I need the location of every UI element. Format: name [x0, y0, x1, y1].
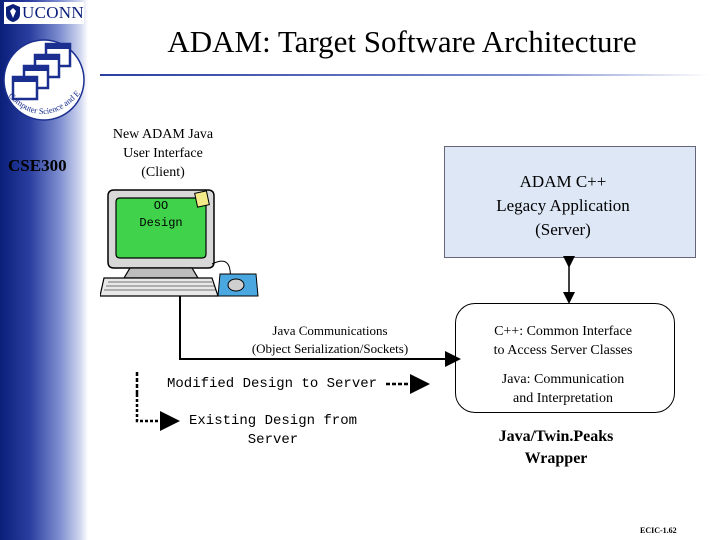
- client-label-line: New ADAM Java: [112, 127, 214, 142]
- monitor-screen-text: OO Design: [130, 198, 192, 232]
- communications-label-line: (Object Serialization/Sockets): [251, 341, 409, 356]
- page-title: ADAM: Target Software Architecture: [167, 24, 637, 59]
- wrapper-label-line: Java/Twin.Peaks: [498, 428, 614, 445]
- client-wrapper-connector: [179, 296, 461, 367]
- monitor-text-line: OO: [153, 199, 169, 213]
- uconn-wordmark: UCONN: [22, 3, 84, 22]
- server-label-line: Legacy Application: [496, 196, 630, 215]
- department-seal: Computer Science and Engineering: [0, 22, 86, 122]
- communications-label-line: Java Communications: [272, 323, 388, 338]
- client-label: New ADAM Java User Interface (Client): [100, 125, 226, 182]
- server-label-line: ADAM C++: [519, 172, 607, 191]
- server-label: ADAM C++ Legacy Application (Server): [454, 170, 672, 242]
- title-divider: [100, 74, 710, 76]
- wrapper-text-line: Java: Communication: [501, 372, 625, 387]
- client-label-line: User Interface: [123, 146, 203, 161]
- uconn-logo: [4, 2, 84, 24]
- client-label-line: (Client): [141, 165, 185, 180]
- legend-modified-label: Modified Design to Server: [167, 376, 378, 392]
- wrapper-text-line: C++: Common Interface: [494, 324, 632, 339]
- computer-icon: [100, 189, 259, 297]
- wrapper-label-line: Wrapper: [524, 450, 588, 467]
- wrapper-text-line: to Access Server Classes: [493, 343, 633, 358]
- slide-code: ECIC-1.62: [640, 526, 677, 535]
- monitor-text-line: Design: [139, 216, 183, 230]
- legend-existing-line: Existing Design from: [188, 413, 358, 429]
- wrapper-cpp-text: C++: Common Interface to Access Server C…: [460, 322, 666, 360]
- course-label: CSE300: [8, 156, 67, 175]
- wrapper-text-line: and Interpretation: [513, 391, 613, 406]
- legend-existing-label: Existing Design from Server: [162, 412, 384, 450]
- wrapper-label: Java/Twin.Peaks Wrapper: [460, 426, 652, 470]
- server-box: [444, 146, 696, 258]
- uconn-emblem-icon: [6, 4, 20, 22]
- wrapper-java-text: Java: Communication and Interpretation: [460, 370, 666, 408]
- communications-label: Java Communications (Object Serializatio…: [232, 322, 428, 358]
- server-label-line: (Server): [535, 220, 591, 239]
- legend-existing-line: Server: [247, 432, 299, 448]
- legend-existing-line: [135, 394, 180, 431]
